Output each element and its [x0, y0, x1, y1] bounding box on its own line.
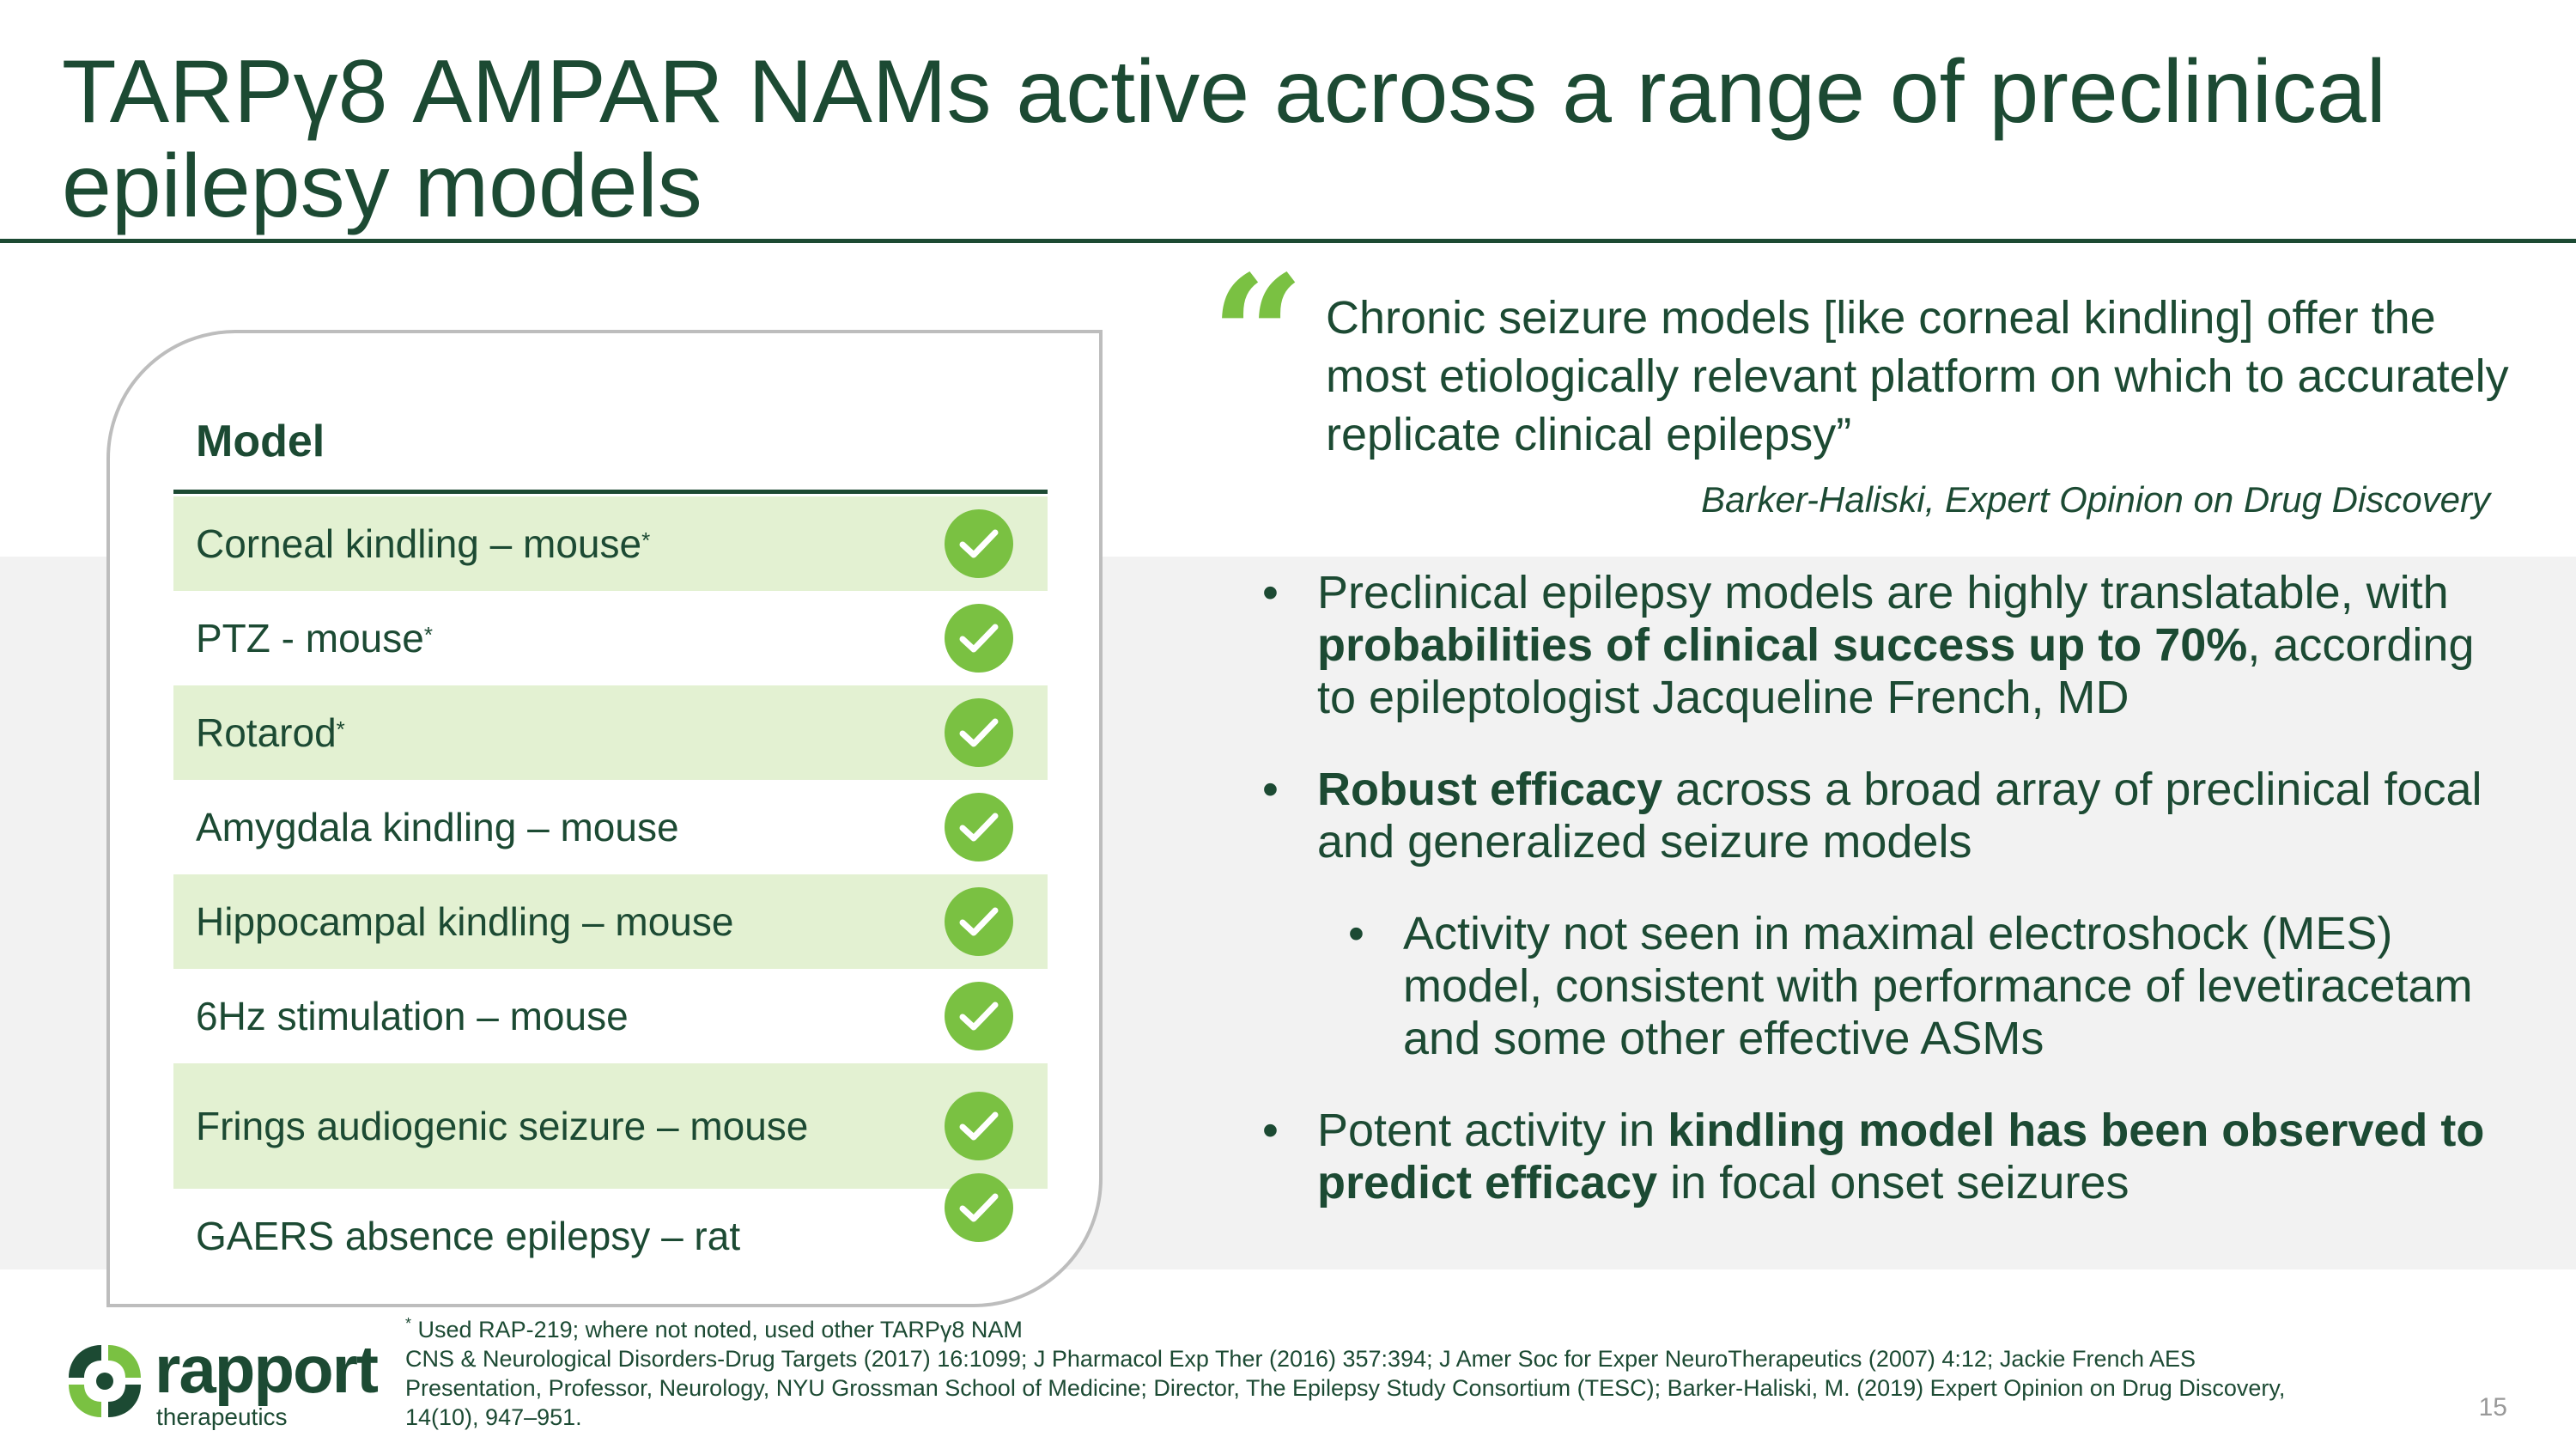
bullet-text: across a broad array of preclinical foca…: [1317, 764, 2482, 868]
bullet-text: Preclinical epilepsy models are highly t…: [1317, 567, 2449, 618]
check-circle-icon: [945, 887, 1013, 956]
footnote-marker: *: [336, 716, 345, 742]
bullet-text: Potent activity in: [1317, 1105, 1668, 1156]
quote-text: Chronic seizure models [like corneal kin…: [1326, 292, 2509, 460]
footnote-star-line: * Used RAP-219; where not noted, used ot…: [405, 1309, 2294, 1344]
check-circle-icon: [945, 1173, 1013, 1242]
bullet-text: , according to epileptologist Jacqueline…: [1317, 619, 2475, 723]
check-circle-icon: [945, 1092, 1013, 1160]
quote-mark-icon: “: [1211, 240, 1305, 431]
model-name: GAERS absence epilepsy – rat: [196, 1214, 741, 1258]
model-label: Rotarod*: [196, 707, 866, 758]
model-table-rows: Corneal kindling – mouse*PTZ - mouse*Rot…: [173, 496, 1048, 1283]
footnote-marker: *: [423, 622, 433, 648]
footnote-star-note: Used RAP-219; where not noted, used othe…: [417, 1317, 1023, 1342]
rapport-logo-mark-icon: [69, 1345, 141, 1417]
bullet-text: Activity not seen in maximal electroshoc…: [1403, 908, 2473, 1064]
logo-subtitle: therapeutics: [156, 1403, 288, 1430]
model-name: Hippocampal kindling – mouse: [196, 899, 734, 944]
bullet-item: Preclinical epilepsy models are highly t…: [1262, 567, 2507, 724]
footnote-marker: *: [641, 527, 651, 553]
bullet-text: in focal onset seizures: [1657, 1157, 2129, 1209]
table-row: Amygdala kindling – mouse: [173, 780, 1048, 874]
check-circle-icon: [945, 604, 1013, 673]
page-number: 15: [2478, 1393, 2507, 1422]
model-label: PTZ - mouse*: [196, 612, 866, 664]
table-row: 6Hz stimulation – mouse: [173, 969, 1048, 1063]
model-name: PTZ - mouse: [196, 616, 424, 661]
table-header-divider: [173, 490, 1048, 494]
footnote: * Used RAP-219; where not noted, used ot…: [405, 1309, 2294, 1432]
check-circle-icon: [945, 509, 1013, 578]
table-header-model: Model: [196, 417, 325, 466]
table-row: GAERS absence epilepsy – rat: [173, 1173, 1048, 1283]
model-label: GAERS absence epilepsy – rat: [196, 1210, 866, 1262]
model-label: Corneal kindling – mouse*: [196, 518, 866, 569]
slide-title: TARPγ8 AMPAR NAMs active across a range …: [62, 42, 2386, 236]
footnote-references: CNS & Neurological Disorders-Drug Target…: [405, 1346, 2286, 1430]
table-row: PTZ - mouse*: [173, 591, 1048, 685]
check-circle-icon: [945, 982, 1013, 1050]
bullet-item: Potent activity in kindling model has be…: [1262, 1105, 2507, 1209]
model-label: Frings audiogenic seizure – mouse: [196, 1100, 866, 1152]
logo-wordmark: rapport: [155, 1331, 379, 1407]
table-row: Hippocampal kindling – mouse: [173, 874, 1048, 969]
bullet-emphasis: kindling model has been observed to pred…: [1317, 1105, 2485, 1209]
title-divider: [0, 239, 2576, 243]
table-row: Frings audiogenic seizure – mouse: [173, 1063, 1048, 1189]
quote-source: Barker-Haliski, Expert Opinion on Drug D…: [1701, 479, 2490, 520]
check-circle-icon: [945, 698, 1013, 767]
bullet-emphasis: probabilities of clinical success up to …: [1317, 619, 2248, 671]
bullet-item: Robust efficacy across a broad array of …: [1262, 764, 2507, 868]
model-table-card: Model Corneal kindling – mouse*PTZ - mou…: [106, 330, 1103, 1307]
model-name: 6Hz stimulation – mouse: [196, 994, 629, 1038]
check-circle-icon: [945, 793, 1013, 861]
rapport-logo: rapport therapeutics: [65, 1331, 379, 1430]
sub-bullet-item: Activity not seen in maximal electroshoc…: [1348, 908, 2507, 1065]
model-name: Frings audiogenic seizure – mouse: [196, 1104, 809, 1148]
bullet-emphasis: Robust efficacy: [1317, 764, 1663, 815]
model-label: Amygdala kindling – mouse: [196, 801, 866, 853]
model-label: Hippocampal kindling – mouse: [196, 896, 866, 947]
footnote-star-mark: *: [405, 1315, 412, 1332]
model-name: Amygdala kindling – mouse: [196, 805, 679, 849]
model-name: Rotarod: [196, 710, 337, 755]
model-label: 6Hz stimulation – mouse: [196, 990, 866, 1042]
table-row: Rotarod*: [173, 685, 1048, 780]
bullet-list: Preclinical epilepsy models are highly t…: [1262, 567, 2507, 1249]
table-row: Corneal kindling – mouse*: [173, 496, 1048, 591]
model-name: Corneal kindling – mouse: [196, 521, 642, 566]
